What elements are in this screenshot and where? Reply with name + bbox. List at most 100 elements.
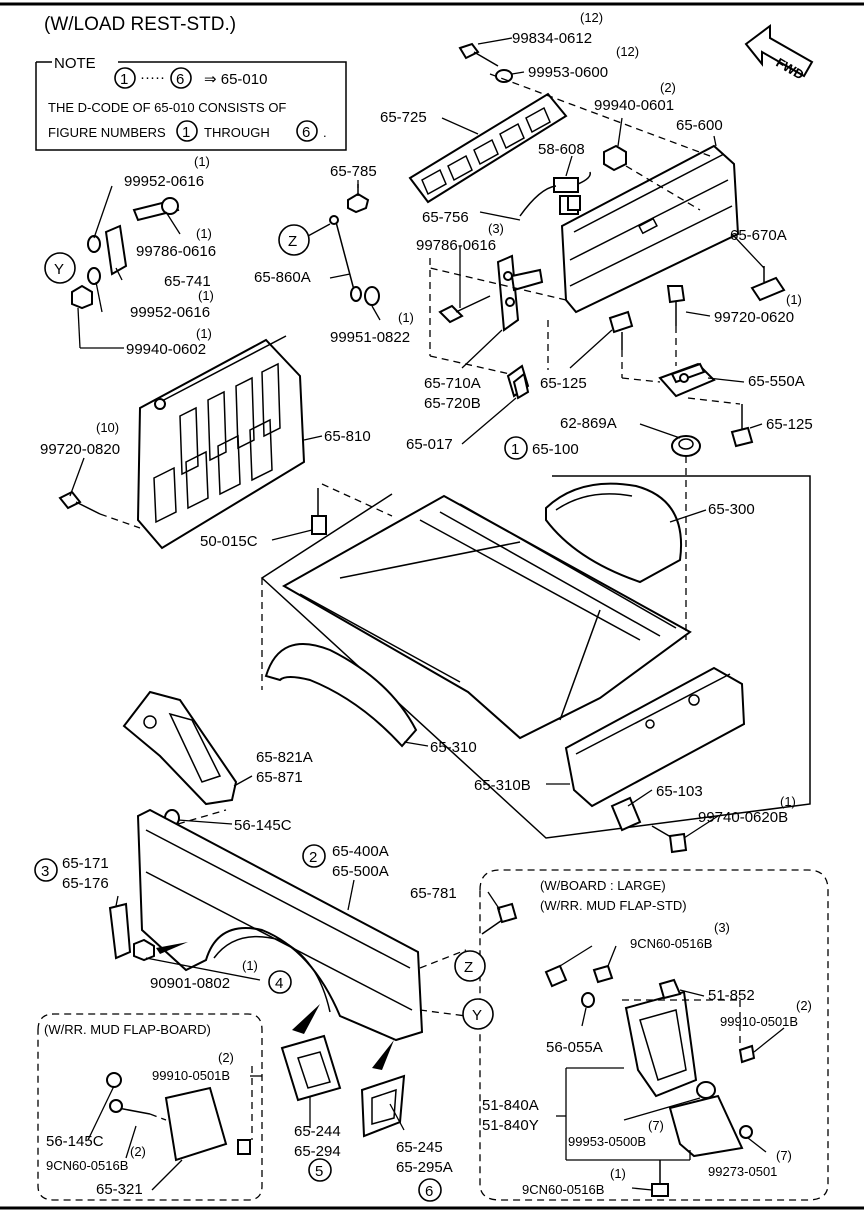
leader-lines: [69, 155, 785, 1191]
cap-62-869A: [671, 435, 701, 457]
svg-text:6: 6: [302, 124, 310, 141]
svg-text:Z: Z: [464, 959, 473, 976]
label-65-871: 65-871: [256, 769, 303, 786]
label-65-300: 65-300: [708, 501, 755, 518]
label-51-840A: 51-840A: [482, 1097, 539, 1114]
washer-99951-0822: [364, 286, 380, 306]
label-99940-0602: 99940-0602: [126, 341, 206, 358]
label-65-756: 65-756: [422, 209, 469, 226]
svg-text:THROUGH: THROUGH: [204, 125, 270, 140]
label-90901-0802: 90901-0802: [150, 975, 230, 992]
label-box-board-title: (W/RR. MUD FLAP-BOARD): [44, 1022, 211, 1037]
label-65-100: 65-100: [532, 441, 579, 458]
label-99720-0620: 99720-0620: [714, 309, 794, 326]
label-q10: (10): [96, 420, 119, 435]
tailgate-65-600: [560, 135, 740, 314]
bolt-65-125a: [608, 310, 634, 350]
figure-number-6: 6: [418, 1178, 442, 1202]
label-q1-99952a: (1): [194, 154, 210, 169]
rear-sill-65-310B: [564, 666, 746, 808]
svg-text:THE D-CODE OF 65-010 CONSI: THE D-CODE OF 65-010 CONSISTS OF: [48, 100, 286, 115]
label-q1-99940: (1): [196, 326, 212, 341]
svg-text:6: 6: [176, 71, 184, 88]
label-q1-99786: (1): [196, 226, 212, 241]
svg-text:3: 3: [41, 863, 49, 880]
bed-floor-65-100: [281, 494, 692, 740]
ref-circle-y1: Y: [44, 252, 76, 284]
svg-text:2: 2: [309, 849, 317, 866]
mud-flap-large-box: [479, 869, 829, 1201]
cable-65-860A: [329, 215, 362, 302]
ref-circle-z2: Z: [454, 950, 486, 982]
label-65-400A: 65-400A: [332, 843, 389, 860]
label-62-869A: 62-869A: [560, 415, 617, 432]
latch-65-670A: [750, 266, 786, 302]
svg-text:6: 6: [425, 1183, 433, 1200]
ref-circle-z1: Z: [278, 224, 310, 256]
label-q2b: (2): [218, 1050, 234, 1065]
svg-text:1: 1: [182, 124, 190, 141]
label-q1-9cn: (1): [610, 1166, 626, 1181]
label-65-720B: 65-720B: [424, 395, 481, 412]
label-65-670A: 65-670A: [730, 227, 787, 244]
mud-flap-board-box: [37, 1013, 263, 1201]
label-65-741: 65-741: [164, 273, 211, 290]
label-99786-0616a: 99786-0616: [136, 243, 216, 260]
label-65-294: 65-294: [294, 1143, 341, 1160]
label-58-608: 58-608: [538, 141, 585, 158]
svg-text:Z: Z: [288, 233, 297, 250]
label-99951-0822: 99951-0822: [330, 329, 410, 346]
label-51-852: 51-852: [708, 987, 755, 1004]
label-q2a: (2): [660, 80, 676, 95]
label-65-500A: 65-500A: [332, 863, 389, 880]
fwd-arrow-icon: FWD: [744, 24, 814, 83]
label-65-171: 65-171: [62, 855, 109, 872]
gusset-65-821A: [122, 690, 238, 806]
bolt-99720-0620: [666, 285, 686, 326]
label-65-017: 65-017: [406, 436, 453, 453]
label-q1-99952b: (1): [198, 288, 214, 303]
svg-text:.: .: [323, 125, 327, 140]
bolt-65-125b: [730, 404, 754, 448]
label-q1-99740: (1): [780, 794, 796, 809]
bed-group-box-65-100: [260, 475, 811, 839]
label-99910-0501Ba: 99910-0501B: [152, 1068, 230, 1083]
label-51-840Y: 51-840Y: [482, 1117, 539, 1134]
label-65-244: 65-244: [294, 1123, 341, 1140]
label-q2d: (2): [796, 998, 812, 1013]
svg-text:FIGURE NUMBERS: FIGURE NUMBERS: [48, 125, 166, 140]
label-99786-0616b: 99786-0616: [416, 237, 496, 254]
mud-flap-65-245: [360, 1040, 406, 1138]
mud-flap-65-244: [280, 1004, 342, 1102]
label-65-295A: 65-295A: [396, 1159, 453, 1176]
svg-text:Y: Y: [472, 1007, 482, 1024]
bolt-99740-0620B: [651, 825, 688, 854]
label-65-310B: 65-310B: [474, 777, 531, 794]
label-q12a: (12): [580, 10, 603, 25]
wheel-house-65-300: [545, 482, 682, 584]
side-panel-65-400A: [136, 808, 424, 1042]
label-50-015C: 50-015C: [200, 533, 258, 550]
label-q12b: (12): [616, 44, 639, 59]
label-99953-0500B: 99953-0500B: [568, 1134, 646, 1149]
assembly-lines: [99, 73, 741, 1140]
bracket-65-103: [610, 796, 642, 832]
label-99740-0620B: 99740-0620B: [698, 809, 788, 826]
label-65-103: 65-103: [656, 783, 703, 800]
label-99940-0601: 99940-0601: [594, 97, 674, 114]
label-65-781: 65-781: [410, 885, 457, 902]
nut-99940-0601: [603, 117, 627, 172]
svg-text:Y: Y: [54, 261, 64, 278]
label-9CN60-0516Bc: 9CN60-0516B: [522, 1182, 604, 1197]
note-box: NOTE 1 ····· 6 ⇒ 65-010 THE D-CODE OF 65…: [35, 55, 347, 151]
figure-number-5: 5: [308, 1158, 332, 1182]
label-56-145Cb: 56-145C: [46, 1133, 104, 1150]
label-65-550A: 65-550A: [748, 373, 805, 390]
svg-text:1: 1: [120, 71, 128, 88]
label-q1-99720: (1): [786, 292, 802, 307]
label-65-785: 65-785: [330, 163, 377, 180]
label-65-125b: 65-125: [766, 416, 813, 433]
label-99952-0616a: 99952-0616: [124, 173, 204, 190]
ref-circle-y2: Y: [462, 998, 494, 1030]
label-65-125a: 65-125: [540, 375, 587, 392]
